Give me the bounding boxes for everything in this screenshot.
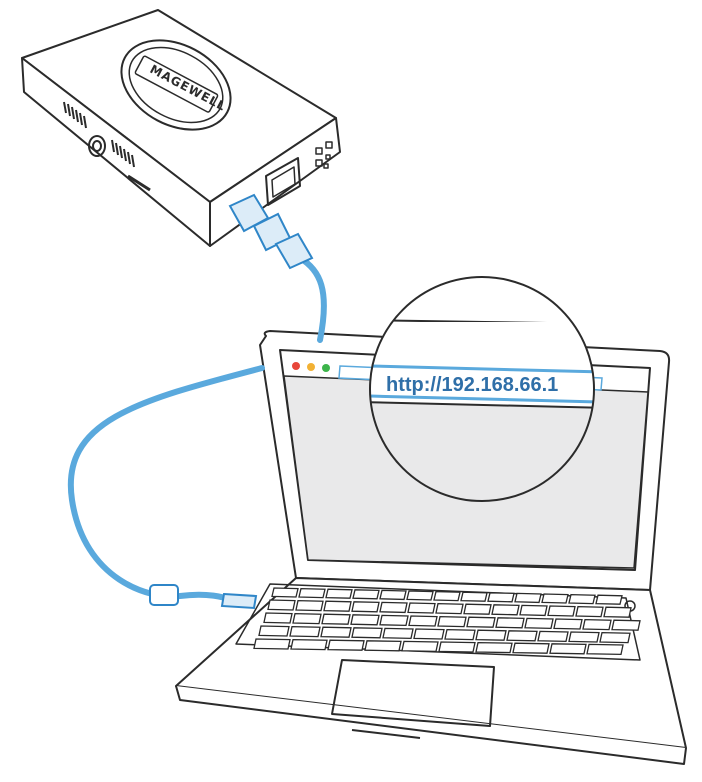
keyboard-key xyxy=(519,604,548,617)
keyboard-key xyxy=(547,605,576,617)
keyboard-key xyxy=(475,629,507,641)
keyboard-key xyxy=(553,618,583,630)
keyboard-key xyxy=(549,643,587,655)
keyboard-key xyxy=(586,643,624,656)
keyboard-key xyxy=(323,600,352,612)
ferrite-bead xyxy=(149,584,179,606)
keyboard-key xyxy=(568,593,596,605)
keyboard-key xyxy=(487,592,515,603)
device-ethernet-port xyxy=(265,157,301,206)
keyboard-key xyxy=(603,606,632,618)
browser-maximize-dot[interactable] xyxy=(322,364,330,372)
browser-minimize-dot[interactable] xyxy=(307,363,315,371)
keyboard-key xyxy=(491,604,520,616)
keyboard-key xyxy=(406,590,434,601)
keyboard-key xyxy=(267,599,296,611)
keyboard-key xyxy=(568,631,600,643)
keyboard-key xyxy=(611,619,641,631)
keyboard-key xyxy=(475,641,513,654)
keyboard-key xyxy=(524,617,554,630)
keyboard-key xyxy=(321,613,351,625)
keyboard-key xyxy=(435,602,464,615)
usb-b-connector xyxy=(228,193,314,270)
keyboard-key xyxy=(379,601,408,614)
keyboard-key xyxy=(351,601,380,613)
keyboard-key xyxy=(460,591,488,602)
keyboard-key xyxy=(444,628,476,641)
keyboard-key xyxy=(466,616,496,628)
keyboard-key xyxy=(352,589,380,600)
device-qr-code xyxy=(315,141,333,169)
keyboard-key xyxy=(582,618,612,631)
keyboard-key xyxy=(495,617,525,629)
keyboard-key xyxy=(413,628,445,640)
keyboard-key xyxy=(438,641,476,653)
keyboard-keys xyxy=(253,587,641,656)
keyboard-key xyxy=(289,625,321,638)
keyboard-key xyxy=(320,626,352,638)
keyboard-key xyxy=(364,640,402,652)
keyboard-key xyxy=(379,589,407,601)
keyboard-key xyxy=(437,615,467,628)
device-power-button xyxy=(88,135,106,157)
keyboard-key xyxy=(327,639,365,651)
keyboard-key xyxy=(433,590,461,602)
keyboard-key xyxy=(292,612,322,625)
keyboard-key xyxy=(350,614,380,626)
keyboard-key xyxy=(537,630,569,643)
keyboard-key xyxy=(401,640,439,653)
browser-close-dot[interactable] xyxy=(292,362,300,370)
keyboard-key xyxy=(506,630,538,642)
keyboard-key xyxy=(595,594,623,605)
usb-a-connector xyxy=(220,592,258,610)
cable-loop xyxy=(67,365,265,605)
trackpad xyxy=(331,659,495,727)
keyboard-key xyxy=(263,612,293,624)
url-bar[interactable] xyxy=(368,364,602,404)
cable-device-to-laptop xyxy=(297,255,327,343)
device-vents-left xyxy=(63,101,87,129)
keyboard-key xyxy=(295,599,324,612)
usb-cable xyxy=(67,193,327,610)
url-text: http://192.168.66.1 xyxy=(386,374,558,396)
keyboard-key xyxy=(271,587,299,598)
keyboard-key xyxy=(541,593,569,604)
keyboard-key xyxy=(290,638,328,651)
keyboard-key xyxy=(379,614,409,627)
keyboard-key xyxy=(408,615,438,627)
device-vents-right xyxy=(111,139,135,168)
device-logo-emblem xyxy=(120,39,232,131)
keyboard-key xyxy=(407,602,436,614)
keyboard-key xyxy=(463,603,492,615)
keyboard-key xyxy=(599,631,631,644)
capture-device xyxy=(21,9,341,247)
keyboard-key xyxy=(382,627,414,640)
keyboard-key xyxy=(514,592,542,604)
keyboard-key xyxy=(258,625,290,637)
keyboard-key xyxy=(512,642,550,654)
keyboard-key xyxy=(351,627,383,639)
keyboard-key xyxy=(253,638,291,650)
device-led-slot xyxy=(127,174,151,192)
keyboard-key xyxy=(298,587,326,599)
keyboard-key xyxy=(575,605,604,618)
keyboard-key xyxy=(325,588,353,599)
